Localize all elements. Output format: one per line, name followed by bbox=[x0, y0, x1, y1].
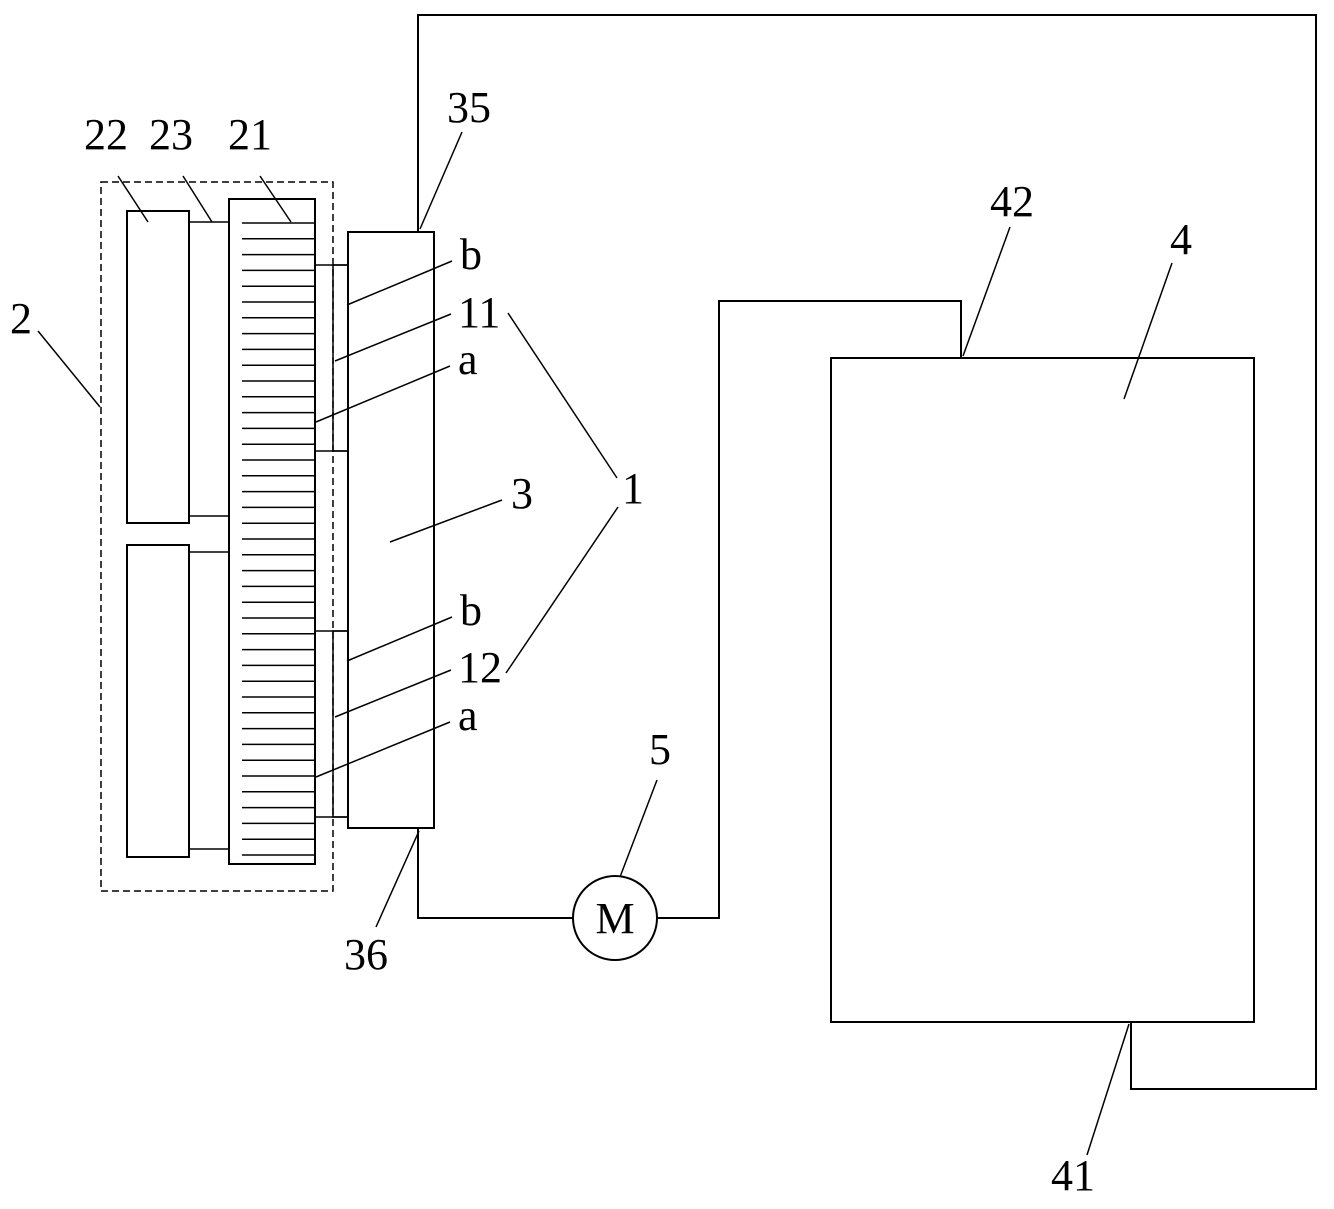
label-23: 23 bbox=[149, 110, 193, 159]
label-42: 42 bbox=[990, 177, 1034, 226]
component-21-heat-sink bbox=[228, 198, 316, 865]
links-21-to-3 bbox=[315, 264, 348, 818]
component-3-cold-plate bbox=[347, 231, 435, 829]
assembly-2-dashed-enclosure bbox=[100, 181, 334, 892]
label-a-lower: a bbox=[458, 691, 478, 740]
label-1: 1 bbox=[622, 464, 644, 513]
component-22-upper-block bbox=[126, 210, 190, 524]
pump-symbol-m: M bbox=[595, 894, 634, 943]
component-21-fins bbox=[242, 222, 315, 856]
pipe-pump-to-port-42 bbox=[657, 300, 962, 919]
leader-lines bbox=[37, 131, 1173, 1156]
pipe-outlet-35-to-inlet-41 bbox=[417, 14, 1317, 1090]
connectors-23 bbox=[189, 221, 229, 850]
label-41: 41 bbox=[1051, 1151, 1095, 1200]
thermal-part-12 bbox=[332, 630, 349, 818]
label-2: 2 bbox=[10, 294, 32, 343]
label-4: 4 bbox=[1170, 215, 1192, 264]
label-35: 35 bbox=[447, 83, 491, 132]
label-12: 12 bbox=[458, 643, 502, 692]
label-22: 22 bbox=[84, 110, 128, 159]
label-21: 21 bbox=[228, 110, 272, 159]
component-22-lower-block bbox=[126, 544, 190, 858]
label-36: 36 bbox=[344, 930, 388, 979]
label-5: 5 bbox=[649, 725, 671, 774]
label-b-upper: b bbox=[460, 230, 482, 279]
label-b-lower: b bbox=[460, 586, 482, 635]
component-4-tank bbox=[830, 357, 1255, 1023]
label-11: 11 bbox=[458, 288, 500, 337]
label-3: 3 bbox=[511, 469, 533, 518]
label-a-upper: a bbox=[458, 335, 478, 384]
pipe-outlet-36-to-pump bbox=[417, 828, 573, 919]
